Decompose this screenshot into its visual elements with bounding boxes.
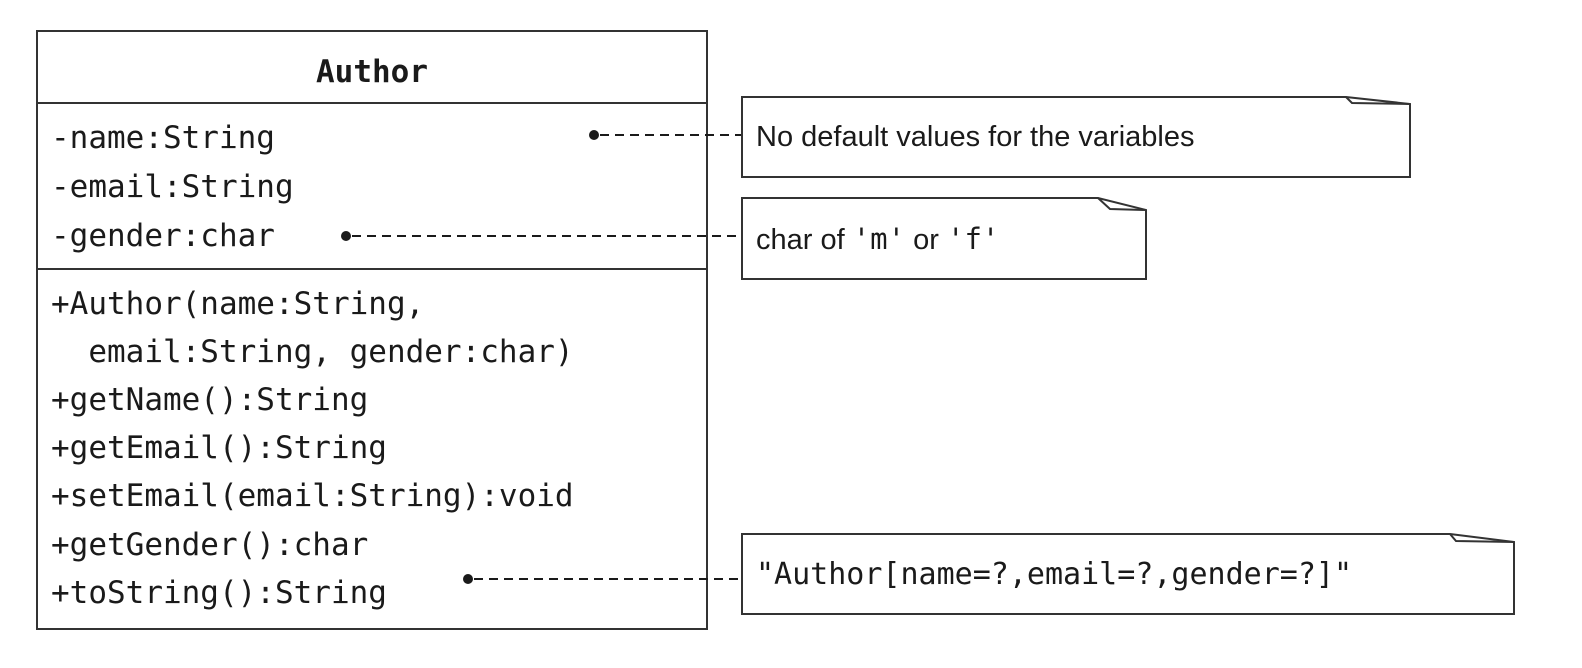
connector-tostring [463,574,742,584]
note-dog-ear [1345,96,1411,105]
operation-setemail: +setEmail(email:String):void [51,478,574,514]
connector-anchor-dot [589,130,599,140]
operation-getname: +getName():String [51,382,368,418]
connector-anchor-dot [463,574,473,584]
note-tostring-text: "Author[name=?,email=?,gender=?]" [756,557,1352,592]
connector-anchor-dot [341,231,351,241]
operation-constructor-line1: +Author(name:String, [51,286,424,322]
class-attributes: -name:String -email:String -gender:char [51,120,294,254]
note-defaults-text: No default values for the variables [756,121,1194,153]
class-operations: +Author(name:String, email:String, gende… [51,286,574,611]
class-author: Author -name:String -email:String -gende… [36,30,708,630]
attribute-gender: -gender:char [51,218,275,254]
note-gender-prefix: char of [756,224,853,256]
note-gender-middle: or [905,224,947,256]
note-dog-ear [1449,533,1515,543]
attribute-name: -name:String [51,120,275,156]
attribute-email: -email:String [51,169,294,205]
note-gender-code-f: 'f' [947,222,999,256]
note-defaults: No default values for the variables [741,96,1411,178]
connector-gender [341,231,742,241]
connector-defaults [589,130,742,140]
operation-getemail: +getEmail():String [51,430,387,466]
note-gender: char of 'm' or 'f' [741,197,1147,280]
note-shape [741,197,1147,280]
note-dog-ear [1097,197,1147,211]
note-shape [741,533,1515,615]
operation-getgender: +getGender():char [51,527,368,563]
note-tostring: "Author[name=?,email=?,gender=?]" [741,533,1515,615]
operation-tostring: +toString():String [51,575,387,611]
note-gender-text: char of 'm' or 'f' [756,222,999,256]
class-name: Author [316,54,428,90]
note-shape [741,96,1411,178]
operation-constructor-line2: email:String, gender:char) [51,334,574,370]
note-gender-code-m: 'm' [853,222,905,256]
